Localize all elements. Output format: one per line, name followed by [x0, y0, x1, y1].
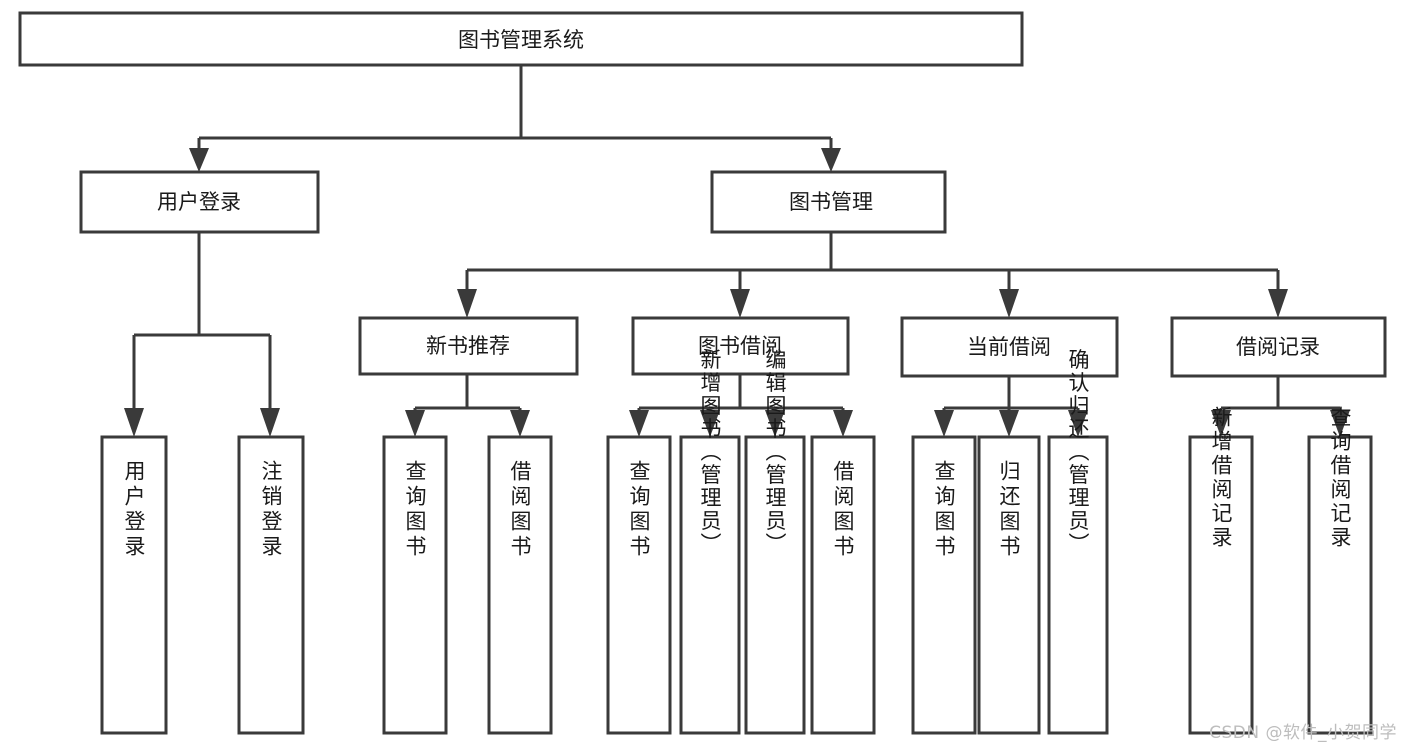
leaf-node-logout-login[interactable]: 注销登录	[237, 435, 305, 735]
arrow-head-leaf-query-book-2	[629, 410, 649, 437]
leaf-node-edit-book[interactable]: 编辑图书（管理员）	[744, 349, 806, 735]
leaf-query-book-1-label: 查询图书	[403, 460, 427, 560]
node-book-management-box[interactable]	[710, 170, 947, 234]
node-new-book-recommend[interactable]: 新书推荐	[358, 316, 579, 376]
leaf-return-book-box[interactable]	[977, 435, 1041, 735]
node-new-book-recommend-label: 新书推荐	[426, 334, 510, 358]
node-book-borrow[interactable]: 图书借阅	[631, 316, 850, 376]
leaf-logout-login-label: 注销登录	[259, 460, 283, 560]
node-book-management[interactable]: 图书管理	[710, 170, 947, 234]
arrow-head-leaf-query-book-3	[934, 410, 954, 437]
arrow-head-leaf-borrow-book-2	[833, 410, 853, 437]
connector-layer	[124, 65, 1350, 437]
leaf-return-book-label: 归还图书	[997, 460, 1021, 560]
leaf-confirm-return-box[interactable]	[1047, 435, 1109, 735]
leaf-user-login-box[interactable]	[100, 435, 168, 735]
node-root-label: 图书管理系统	[458, 28, 584, 52]
leaf-add-record-label: 新增借阅记录	[1209, 406, 1233, 550]
arrow-head-book-management	[821, 148, 841, 172]
node-book-management-label: 图书管理	[789, 190, 873, 214]
arrow-head-leaf-confirm-return	[1068, 410, 1088, 437]
leaf-node-add-record[interactable]: 新增借阅记录	[1188, 406, 1254, 735]
node-root-box[interactable]	[18, 11, 1024, 67]
leaf-node-user-login[interactable]: 用户登录	[100, 435, 168, 735]
node-user-login-label: 用户登录	[157, 190, 241, 214]
node-borrow-record-label: 借阅记录	[1236, 335, 1320, 359]
leaf-query-book-3-label: 查询图书	[932, 460, 956, 560]
node-current-borrow[interactable]: 当前借阅	[900, 316, 1119, 378]
arrow-head-current-borrow	[999, 289, 1019, 318]
leaf-node-query-record[interactable]: 查询借阅记录	[1307, 406, 1373, 735]
leaf-node-query-book-1[interactable]: 查询图书	[382, 435, 448, 735]
arrow-head-leaf-add-record	[1211, 410, 1231, 437]
arrow-head-book-borrow	[730, 289, 750, 318]
node-current-borrow-box[interactable]	[900, 316, 1119, 378]
leaf-query-book-1-box[interactable]	[382, 435, 448, 735]
leaf-borrow-book-2-box[interactable]	[810, 435, 876, 735]
node-user-login-box[interactable]	[79, 170, 320, 234]
leaf-query-record-label: 查询借阅记录	[1328, 406, 1352, 550]
leaf-query-book-2-box[interactable]	[606, 435, 672, 735]
arrow-head-user-login	[189, 148, 209, 172]
node-book-borrow-label: 图书借阅	[698, 334, 782, 358]
leaf-node-return-book[interactable]: 归还图书	[977, 435, 1041, 735]
arrow-head-leaf-return-book	[999, 410, 1019, 437]
arrow-head-leaf-logout-login	[260, 408, 280, 437]
leaf-query-book-3-box[interactable]	[911, 435, 977, 735]
leaf-borrow-book-1-label: 借阅图书	[508, 460, 532, 560]
leaf-edit-book-box[interactable]	[744, 435, 806, 735]
leaf-add-book-box[interactable]	[679, 435, 741, 735]
arrow-head-leaf-add-book	[700, 410, 720, 437]
leaf-add-record-box[interactable]	[1188, 435, 1254, 735]
arrow-head-leaf-edit-book	[765, 410, 785, 437]
leaf-node-borrow-book-2[interactable]: 借阅图书	[810, 435, 876, 735]
node-current-borrow-label: 当前借阅	[967, 335, 1051, 359]
arrow-head-leaf-query-book-1	[405, 410, 425, 437]
node-root[interactable]: 图书管理系统	[18, 11, 1024, 67]
arrow-head-leaf-user-login	[124, 408, 144, 437]
node-borrow-record-box[interactable]	[1170, 316, 1387, 378]
leaf-query-book-2-label: 查询图书	[627, 460, 651, 560]
leaf-borrow-book-2-label: 借阅图书	[831, 460, 855, 560]
arrow-head-leaf-query-record	[1330, 410, 1350, 437]
leaf-node-borrow-book-1[interactable]: 借阅图书	[487, 435, 553, 735]
leaf-query-record-box[interactable]	[1307, 435, 1373, 735]
leaf-logout-login-box[interactable]	[237, 435, 305, 735]
node-borrow-record[interactable]: 借阅记录	[1170, 316, 1387, 378]
arrow-head-leaf-borrow-book-1	[510, 410, 530, 437]
leaf-node-query-book-2[interactable]: 查询图书	[606, 435, 672, 735]
node-new-book-recommend-box[interactable]	[358, 316, 579, 376]
leaf-user-login-label: 用户登录	[122, 460, 146, 560]
leaf-edit-book-label: 编辑图书（管理员）	[763, 349, 787, 556]
leaf-node-query-book-3[interactable]: 查询图书	[911, 435, 977, 735]
leaf-confirm-return-label: 确认归还（管理员）	[1066, 349, 1090, 556]
leaf-node-confirm-return[interactable]: 确认归还（管理员）	[1047, 349, 1109, 735]
leaf-node-add-book[interactable]: 新增图书（管理员）	[679, 349, 741, 735]
leaf-add-book-label: 新增图书（管理员）	[698, 349, 722, 556]
node-book-borrow-box[interactable]	[631, 316, 850, 376]
leaf-borrow-book-1-box[interactable]	[487, 435, 553, 735]
csdn-watermark: CSDN @软件_小贺同学	[1209, 723, 1397, 743]
arrow-head-borrow-record	[1268, 289, 1288, 318]
arrow-head-new-book-recommend	[457, 289, 477, 318]
node-user-login[interactable]: 用户登录	[79, 170, 320, 234]
